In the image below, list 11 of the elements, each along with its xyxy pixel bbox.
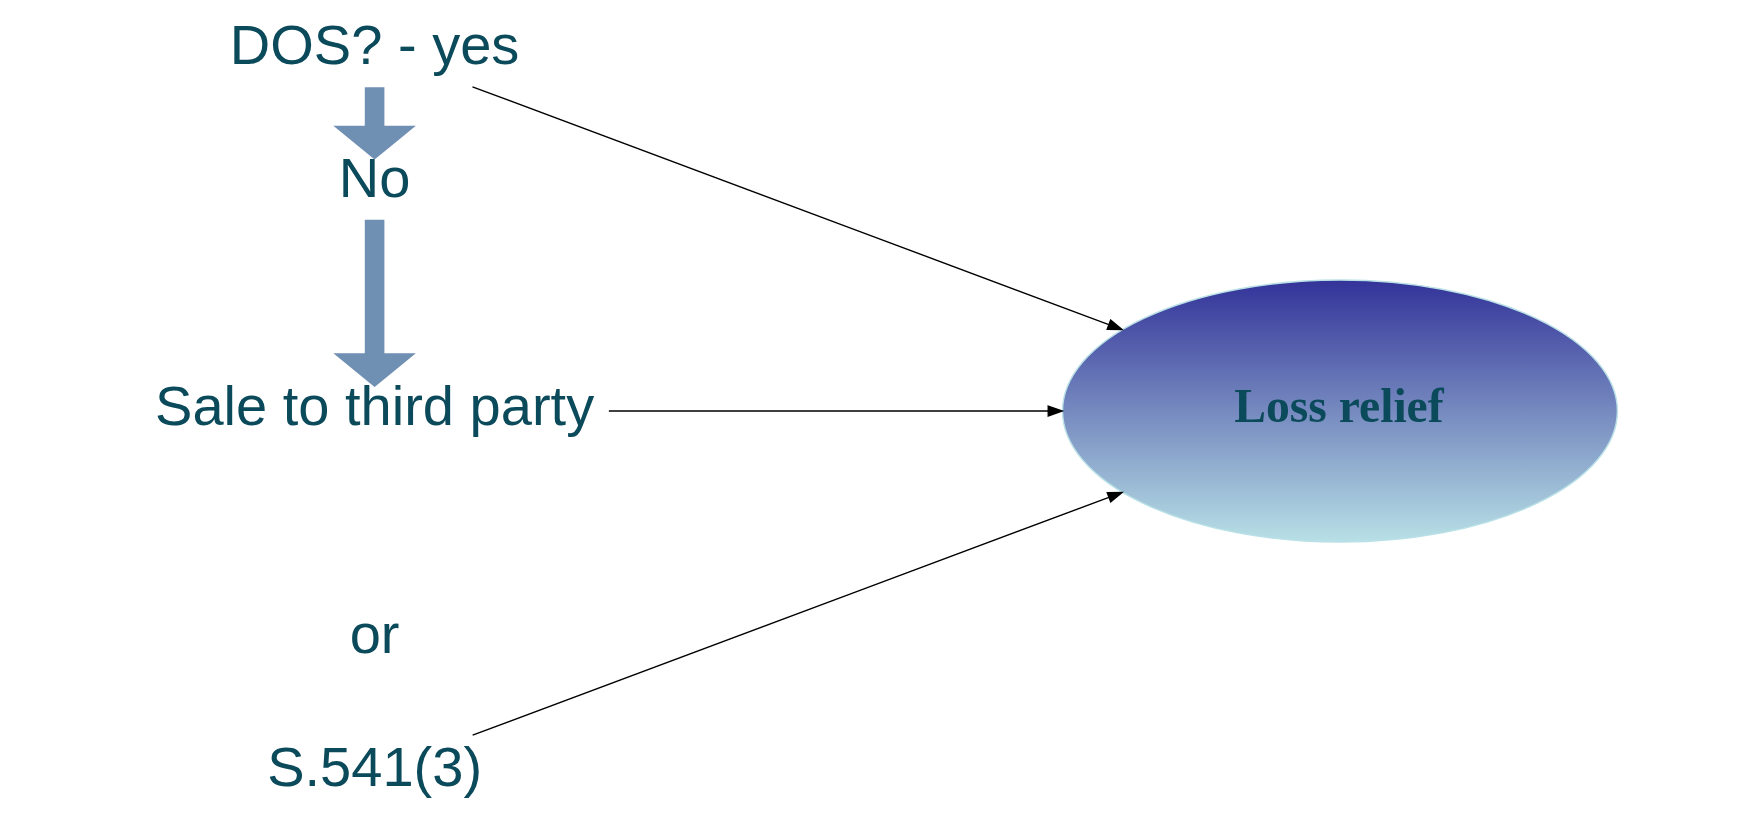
arrow (333, 219, 416, 387)
node-text: Sale to third party (155, 374, 595, 438)
node-text: S.541(3) (267, 734, 483, 798)
arrow (608, 405, 1065, 417)
arrow (333, 87, 416, 160)
node-text: No (338, 146, 411, 210)
node-text: DOS? - yes (229, 13, 520, 77)
arrow (471, 86, 1124, 331)
label: or (349, 601, 400, 665)
arrow (471, 491, 1125, 736)
node-ellipse: Loss relief (1061, 279, 1619, 543)
